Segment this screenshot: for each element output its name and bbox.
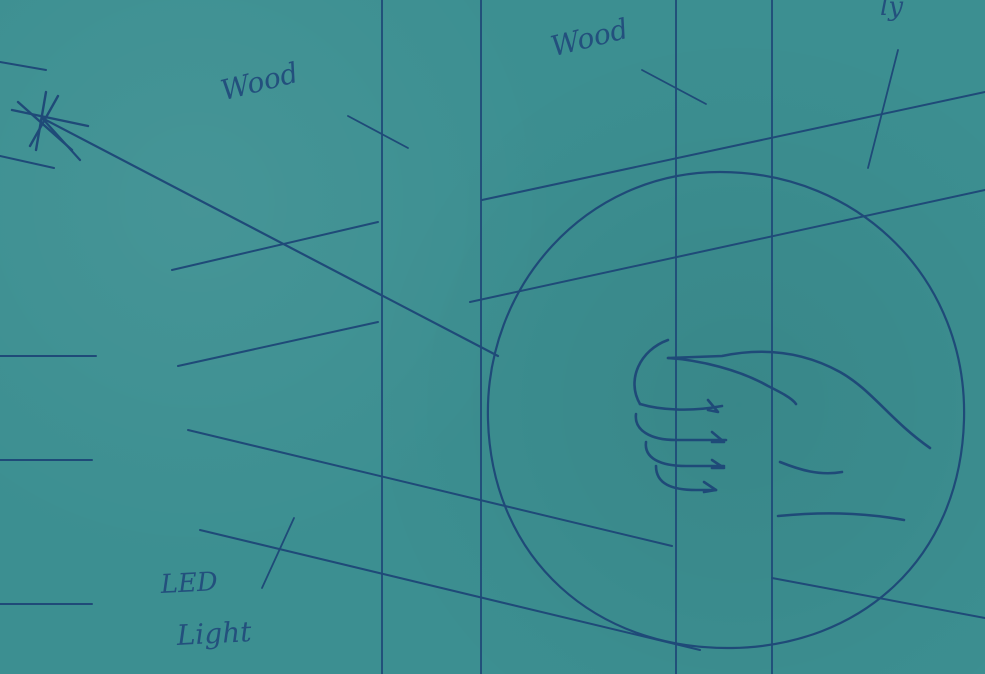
partial-label: ly [880,0,903,20]
vertical-beams [382,0,772,674]
hand-icon [635,340,930,520]
wood-left-leader [348,116,408,148]
highlight-circle [488,172,964,648]
diagonal-line [772,578,985,618]
diagonal-line [200,530,700,650]
diagonal-line [188,430,672,546]
arrow [42,118,498,356]
light-label: Light [176,618,252,650]
led-leader [262,518,294,588]
arrow-shaft [42,118,498,356]
led-label: LED [160,569,218,598]
diagonal-line [470,190,985,302]
top-right-leader [868,50,898,168]
diagonal-line [178,322,378,366]
diagonal-lines [172,92,985,650]
diagonal-line [172,222,378,270]
diagonal-line [482,92,985,200]
edge-lines [0,62,96,604]
wood-right-leader [642,70,706,104]
edge-line [0,62,46,70]
edge-line [0,156,54,168]
